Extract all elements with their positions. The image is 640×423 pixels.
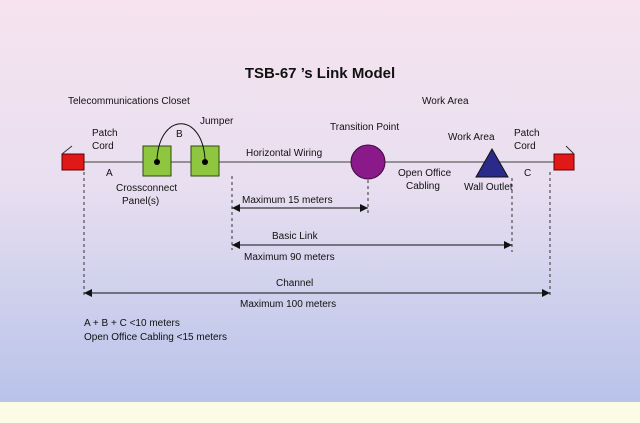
segment-c-label: C: [524, 168, 531, 179]
max90-label: Maximum 90 meters: [244, 252, 335, 263]
jumper-label: Jumper: [200, 116, 234, 127]
channel-label: Channel: [276, 278, 313, 289]
right-patch-cord-label-1: Patch: [514, 128, 540, 139]
footer-strip: [0, 402, 640, 423]
panel-2-port: [202, 159, 208, 165]
crossconnect-label-1: Crossconnect: [116, 183, 177, 194]
wall-outlet-triangle: [475, 147, 509, 178]
left-patch-cord-label-1: Patch: [92, 128, 118, 139]
crossconnect-label-2: Panel(s): [122, 196, 159, 207]
open-office-label-1: Open Office: [398, 168, 452, 179]
diagram-title: TSB-67 ’s Link Model: [245, 65, 395, 82]
panel-1-port: [154, 159, 160, 165]
jumper-arc: [156, 123, 206, 160]
segment-a-label: A: [106, 168, 113, 179]
max100-label: Maximum 100 meters: [240, 299, 336, 310]
basic-link-label: Basic Link: [272, 231, 319, 242]
diagram-background: [0, 0, 640, 402]
note-abc: A + B + C <10 meters: [84, 318, 180, 329]
horizontal-wiring-label: Horizontal Wiring: [246, 148, 322, 159]
left-patch-cord-label-2: Cord: [92, 141, 114, 152]
max15-label: Maximum 15 meters: [242, 195, 333, 206]
right-patch-cord-plug: [553, 153, 575, 171]
segment-b-label: B: [176, 129, 183, 140]
work-area-heading: Work Area: [422, 96, 469, 107]
open-office-label-2: Cabling: [406, 181, 440, 192]
transition-point-label: Transition Point: [330, 122, 399, 133]
right-patch-cord-label-2: Cord: [514, 141, 536, 152]
right-patch-cord-tip: [565, 145, 575, 155]
work-area-outlet-label: Work Area: [448, 132, 495, 143]
wall-outlet-label: Wall Outlet: [464, 182, 513, 193]
left-patch-cord-tip: [61, 145, 73, 155]
note-open-office: Open Office Cabling <15 meters: [84, 332, 227, 343]
transition-point-circle: [350, 144, 386, 180]
telecom-closet-label: Telecommunications Closet: [68, 96, 190, 107]
left-patch-cord-plug: [61, 153, 85, 171]
